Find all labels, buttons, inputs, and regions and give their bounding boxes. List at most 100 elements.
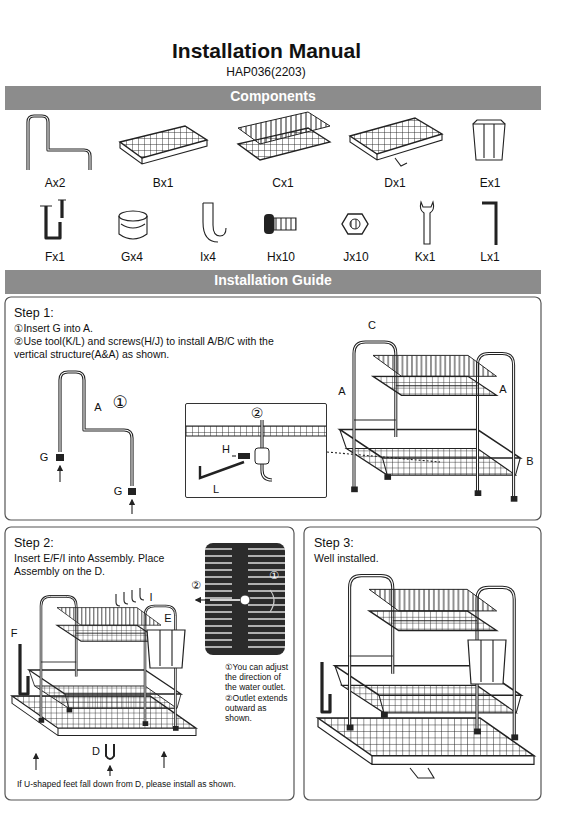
part-l-icon: [482, 203, 496, 245]
part-h-icon: [274, 218, 296, 230]
callout-number: ①: [269, 569, 279, 582]
part-letter: F: [11, 627, 18, 640]
part-label: Ax2: [45, 176, 66, 190]
section-band: Components: [5, 86, 541, 110]
part-letter: G: [114, 485, 123, 498]
part-i-icon: [203, 203, 226, 242]
part-label: Gx4: [121, 250, 143, 264]
tray-top-view: [240, 595, 250, 605]
part-c-icon: [238, 128, 330, 160]
part-j-icon: [342, 214, 368, 234]
model-number: HAP036(2203): [226, 65, 305, 79]
step-heading: Step 1:: [14, 306, 214, 321]
tray-top-view: [205, 543, 285, 655]
node-text: ②: [186, 405, 328, 422]
section-band: Installation Guide: [5, 270, 541, 294]
part-j-icon: [342, 214, 368, 234]
part-f-icon: [40, 200, 66, 238]
part-letter: A: [499, 383, 506, 396]
step-panel-outline: [5, 297, 541, 520]
part-g-icon: [119, 216, 147, 239]
hook-f-drawing: [322, 662, 330, 712]
part-h-icon: [264, 214, 296, 234]
part-a-icon: [28, 116, 90, 170]
cup-e-drawing: [481, 640, 493, 682]
node-text: Installation Guide: [5, 270, 541, 291]
hook-f-drawing: [20, 644, 28, 694]
rack-drawing: [335, 576, 521, 741]
page-title: Installation Manual: [0, 38, 533, 63]
part-letter: L: [213, 483, 219, 496]
node-text: Components: [5, 86, 541, 107]
node-text: ①You can adjust the direction of the wat…: [225, 662, 291, 723]
frame-a-drawing: [131, 500, 132, 514]
part-label: Cx1: [272, 176, 293, 190]
cup-e-drawing: [147, 630, 185, 668]
part-e-icon: [473, 120, 505, 124]
part-letter: I: [149, 591, 152, 604]
node-text: ②Use tool(K/L) and screws(H/J) to instal…: [14, 335, 304, 360]
tray-top-view: [196, 543, 285, 655]
part-a-icon: [28, 116, 90, 170]
screw-detail: [238, 453, 250, 459]
node-text: Well installed.: [314, 552, 494, 565]
part-e-icon: [473, 120, 505, 160]
part-label: Jx10: [343, 250, 368, 264]
part-b-icon: [120, 126, 207, 158]
part-label: Kx1: [415, 250, 436, 264]
water-outlet: [410, 768, 434, 778]
feet-arrows: [163, 752, 164, 768]
screw-detail: [255, 448, 269, 464]
part-g-icon: [119, 211, 147, 221]
step-heading: Step 2:: [14, 536, 164, 551]
part-k-icon: [420, 202, 433, 244]
part-l-icon: [482, 203, 496, 245]
step-panel: Step 1:①Insert G into A.②Use tool(K/L) a…: [5, 297, 541, 520]
part-h-icon: [264, 214, 274, 234]
part-g-icon: [119, 211, 147, 239]
step-panel: Step 3:Well installed.: [304, 527, 541, 800]
part-label: Hx10: [267, 250, 295, 264]
hook-f-drawing: [322, 662, 330, 712]
part-d-icon: [350, 134, 442, 160]
tray-top-view: [205, 548, 285, 650]
part-c-icon: [238, 112, 330, 160]
part-letter: A: [338, 385, 345, 398]
part-label: Lx1: [480, 250, 499, 264]
part-k-icon: [420, 202, 433, 244]
node-text: ①Insert G into A.: [14, 322, 304, 335]
part-letter: E: [164, 612, 171, 625]
frame-a-drawing: [60, 372, 132, 486]
step-heading: Step 3:: [314, 536, 464, 551]
callout-number: ②: [191, 579, 201, 592]
part-b-icon: [120, 126, 207, 164]
part-letter: H: [222, 443, 230, 456]
detail-inset: ②: [185, 403, 327, 498]
part-d-icon: [395, 158, 407, 166]
frame-a-drawing: [128, 488, 136, 495]
part-label: Ix4: [200, 250, 216, 264]
screw-detail: [186, 426, 326, 436]
part-label: Fx1: [45, 250, 65, 264]
tray-top-view: [196, 599, 210, 600]
feet-arrows: [109, 766, 110, 776]
screw-detail: [186, 426, 326, 436]
part-d-icon: [350, 118, 442, 154]
cup-e-drawing: [468, 640, 506, 684]
rack-drawing: [340, 342, 521, 502]
hook-f-drawing: [20, 644, 28, 694]
hooks-i-drawing: [116, 588, 144, 606]
feet-arrows: [36, 744, 164, 776]
part-letter: G: [40, 451, 49, 464]
node-text: Insert E/F/I into Assembly. Place Assemb…: [14, 552, 174, 577]
part-letter: A: [94, 401, 101, 414]
part-letter: C: [368, 319, 376, 332]
cup-e-drawing: [147, 630, 185, 668]
part-d-icon: [350, 118, 442, 166]
step-panel-outline: [304, 527, 541, 800]
part-label: Dx1: [384, 176, 405, 190]
frame-a-drawing: [59, 466, 60, 482]
part-label: Ex1: [480, 176, 501, 190]
part-letter: D: [92, 745, 100, 758]
